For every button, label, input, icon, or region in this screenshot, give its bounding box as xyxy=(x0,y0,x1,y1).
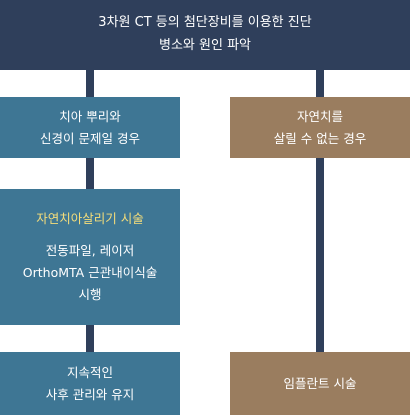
cannot-save-tooth-box: 자연치를 살릴 수 없는 경우 xyxy=(230,97,410,158)
diagnosis-box: 3차원 CT 등의 첨단장비를 이용한 진단 병소와 원인 파악 xyxy=(0,0,410,70)
connector-left-1 xyxy=(86,70,94,97)
implant-label: 임플란트 시술 xyxy=(283,375,357,391)
diagnosis-line-2: 병소와 원인 파악 xyxy=(159,38,251,53)
tooth-saving-procedure-box: 자연치아살리기 시술 전동파일, 레이저 OrthoMTA 근관내이식술 시행 xyxy=(0,189,180,325)
connector-left-3 xyxy=(86,325,94,352)
nerve-problem-line-1: 치아 뿌리와 xyxy=(59,108,121,124)
aftercare-box: 지속적인 사후 관리와 유지 xyxy=(0,352,180,415)
tooth-saving-line-1: 전동파일, 레이저 xyxy=(45,243,135,259)
cannot-save-line-2: 살릴 수 없는 경우 xyxy=(273,130,367,146)
connector-right-2 xyxy=(316,158,324,352)
tooth-saving-title: 자연치아살리기 시술 xyxy=(36,211,144,227)
nerve-problem-box: 치아 뿌리와 신경이 문제일 경우 xyxy=(0,97,180,158)
diagnosis-line-1: 3차원 CT 등의 첨단장비를 이용한 진단 xyxy=(98,15,312,31)
aftercare-line-1: 지속적인 xyxy=(66,364,113,380)
connector-left-2 xyxy=(86,158,94,189)
nerve-problem-line-2: 신경이 문제일 경우 xyxy=(40,130,140,146)
implant-box: 임플란트 시술 xyxy=(230,352,410,415)
tooth-saving-line-3: 시행 xyxy=(78,286,102,302)
connector-right-1 xyxy=(316,70,324,97)
tooth-saving-line-2: OrthoMTA 근관내이식술 xyxy=(22,265,158,280)
cannot-save-line-1: 자연치를 xyxy=(296,108,343,124)
aftercare-line-2: 사후 관리와 유지 xyxy=(45,386,135,402)
